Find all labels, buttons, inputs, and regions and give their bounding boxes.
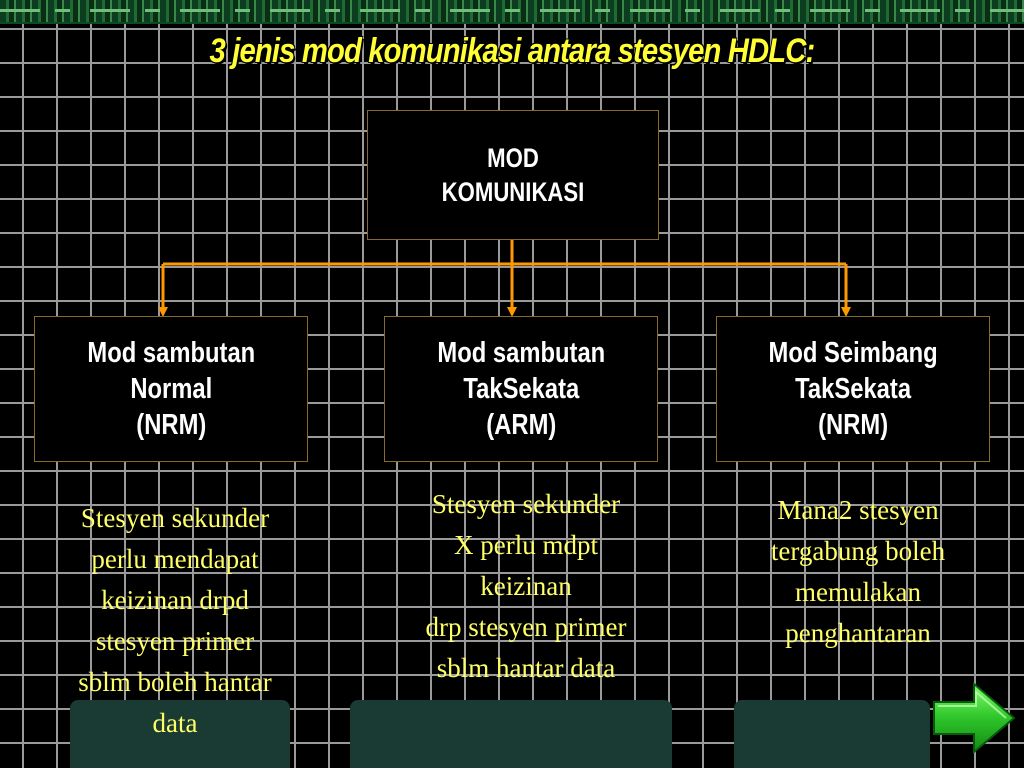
mode-label-line: (NRM) — [817, 409, 888, 441]
mode-label-line: Mod sambutan — [87, 337, 255, 369]
description-line: Stesyen sekunder — [431, 489, 621, 519]
mode-label-line: Mod Seimbang — [768, 337, 938, 369]
description-line: Stesyen sekunder — [80, 503, 270, 533]
root-node-mod-komunikasi: MOD KOMUNIKASI — [367, 110, 659, 240]
mode-label-line: (ARM) — [485, 409, 556, 441]
mode-node-balanced: Mod Seimbang TakSekata (NRM) — [716, 316, 990, 462]
description-line: sblm hantar data — [436, 653, 616, 683]
balanced-description: Mana2 stesyen tergabung boleh memulakan … — [720, 490, 996, 654]
description-line: tergabung boleh — [770, 536, 946, 566]
description-line: sblm boleh hantar — [78, 667, 272, 697]
mode-label-line: Mod sambutan — [437, 337, 605, 369]
mode-label-line: TakSekata — [463, 373, 579, 405]
mode-label-line: TakSekata — [795, 373, 911, 405]
bottom-panel-center — [350, 700, 672, 768]
description-line: keizinan — [480, 571, 572, 601]
next-slide-button[interactable] — [928, 678, 1020, 758]
circuit-trace — [0, 9, 1024, 12]
description-line: data — [152, 708, 198, 738]
description-line: perlu mendapat — [91, 544, 259, 574]
arm-description: Stesyen sekunder X perlu mdpt keizinan d… — [388, 484, 664, 689]
bottom-panel-right — [734, 700, 930, 768]
description-line: Mana2 stesyen — [777, 495, 939, 525]
mode-label-line: (NRM) — [135, 409, 206, 441]
description-line: X perlu mdpt — [454, 530, 598, 560]
green-right-arrow-icon — [933, 681, 1016, 755]
nrm-description: Stesyen sekunder perlu mendapat keizinan… — [40, 498, 310, 744]
description-line: drp stesyen primer — [425, 612, 627, 642]
description-line: penghantaran — [785, 618, 931, 648]
description-line: keizinan drpd — [101, 585, 249, 615]
description-line: stesyen primer — [95, 626, 255, 656]
mode-node-arm: Mod sambutan TakSekata (ARM) — [384, 316, 658, 462]
description-line: memulakan — [795, 577, 921, 607]
mode-node-nrm: Mod sambutan Normal (NRM) — [34, 316, 308, 462]
top-circuit-band — [0, 0, 1024, 24]
root-label-line: KOMUNIKASI — [441, 177, 585, 207]
mode-label-line: Normal — [130, 373, 212, 405]
root-label-line: MOD — [487, 143, 539, 173]
slide-title: 3 jenis mod komunikasi antara stesyen HD… — [209, 32, 816, 70]
bottom-panel-left — [70, 700, 290, 768]
